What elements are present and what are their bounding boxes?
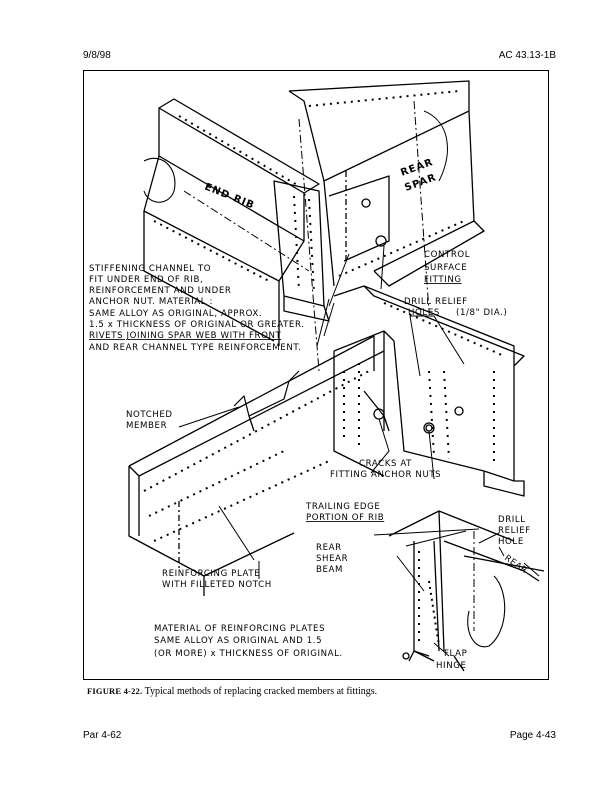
fitting-box-drawing bbox=[333, 330, 435, 477]
figure-caption-text: Typical methods of replacing cracked mem… bbox=[142, 686, 378, 697]
footer-page-number: Page 4-43 bbox=[509, 730, 556, 741]
figure-frame bbox=[83, 70, 549, 680]
label-cracks-2: FITTING ANCHOR NUTS bbox=[330, 470, 441, 480]
label-stiffening-6: 1.5 x THICKNESS OF ORIGINAL OR GREATER. bbox=[89, 320, 305, 330]
label-trailing-2: PORTION OF RIB bbox=[306, 513, 384, 523]
label-flap-1: FLAP bbox=[444, 649, 467, 659]
label-stiffening-7: RIVETS JOINING SPAR WEB WITH FRONT bbox=[89, 331, 281, 341]
label-control-1: CONTROL bbox=[424, 250, 470, 260]
leader-lines bbox=[178, 245, 540, 657]
label-flap-2: HINGE bbox=[436, 661, 467, 671]
label-shear-2: SHEAR bbox=[316, 554, 348, 564]
label-reinforcing-2: WITH FILLETED NOTCH bbox=[162, 580, 272, 590]
label-trailing-1: TRAILING EDGE bbox=[305, 502, 380, 512]
header-date: 9/8/98 bbox=[83, 50, 111, 61]
label-drill-relief-3: (1/8" DIA.) bbox=[456, 308, 507, 318]
figure-illustration: END RIB REAR SPAR STIFFENING CHANNEL TO … bbox=[89, 80, 545, 672]
label-stiffening-4: ANCHOR NUT. MATERIAL : bbox=[89, 297, 213, 307]
label-notched-2: MEMBER bbox=[126, 421, 167, 431]
label-material-1: MATERIAL OF REINFORCING PLATES bbox=[154, 624, 325, 634]
label-drill-relief-1: DRILL RELIEF bbox=[404, 297, 468, 307]
label-end-rib: END RIB bbox=[203, 182, 256, 212]
label-stiffening-3: REINFORCEMENT AND UNDER bbox=[89, 286, 232, 296]
label-stiffening-5: SAME ALLOY AS ORIGINAL, APPROX. bbox=[89, 309, 262, 319]
notched-beam-drawing bbox=[128, 335, 385, 596]
label-control-3: FITTING bbox=[424, 275, 462, 285]
label-drill-hole-1: DRILL bbox=[498, 515, 526, 525]
header-doc-id: AC 43.13-1B bbox=[498, 50, 556, 61]
figure-label: FIGURE 4-22. bbox=[87, 686, 143, 696]
label-reinforcing-1: REINFORCING PLATE bbox=[162, 569, 260, 579]
centerlines bbox=[183, 100, 475, 631]
label-drill-relief-2: HOLES bbox=[408, 308, 440, 318]
label-shear-1: REAR bbox=[316, 543, 342, 553]
label-shear-3: BEAM bbox=[316, 565, 343, 575]
label-stiffening-1: STIFFENING CHANNEL TO bbox=[89, 264, 211, 274]
label-material-3: (OR MORE) x THICKNESS OF ORIGINAL. bbox=[154, 649, 343, 659]
label-drill-hole-3: HOLE bbox=[498, 537, 524, 547]
rear-beam-drawing bbox=[333, 285, 525, 497]
label-drill-hole-2: RELIEF bbox=[498, 526, 531, 536]
label-material-2: SAME ALLOY AS ORIGINAL AND 1.5 bbox=[154, 636, 322, 646]
label-stiffening-2: FIT UNDER END OF RIB, bbox=[89, 275, 203, 285]
label-cracks-1: CRACKS AT bbox=[359, 459, 412, 469]
label-stiffening-8: AND REAR CHANNEL TYPE REINFORCEMENT. bbox=[89, 343, 302, 353]
end-rib-drawing bbox=[143, 98, 320, 346]
figure-caption: FIGURE 4-22. Typical methods of replacin… bbox=[87, 686, 377, 697]
label-control-2: SURFACE bbox=[424, 263, 467, 273]
footer-paragraph: Par 4-62 bbox=[83, 730, 122, 741]
label-notched-1: NOTCHED bbox=[126, 410, 173, 420]
